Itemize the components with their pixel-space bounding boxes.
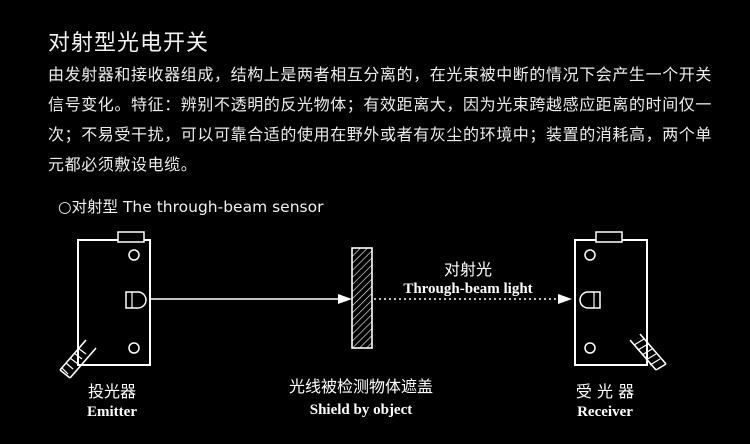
beam-label-cn: 对射光 [444,260,492,279]
emitter-label-cn: 投光器 [88,382,136,401]
receiver-label-cn: 受 光 器 [576,382,634,401]
receiver-label-en: Receiver [577,404,633,420]
receiver-arrowhead [558,294,572,304]
emitter-cable [59,339,97,379]
page-title: 对射型光电开关 [48,31,210,56]
beam-arrowhead [338,294,352,304]
shield-label-cn: 光线被检测物体遮盖 [289,377,433,396]
shield-label-en: Shield by object [310,402,413,418]
beam-label-en: Through-beam light [403,281,532,297]
emitter-unit [59,231,151,379]
shield-object [351,247,373,349]
section-subheading: ○对射型 The through-beam sensor [58,198,324,216]
description-paragraph: 由发射器和接收器组成，结构上是两者相互分离的，在光束被中断的情况下会产生一个开关… [48,65,713,174]
emitter-label-en: Emitter [87,404,137,420]
receiver-unit [574,231,667,371]
receiver-cable [629,333,667,371]
